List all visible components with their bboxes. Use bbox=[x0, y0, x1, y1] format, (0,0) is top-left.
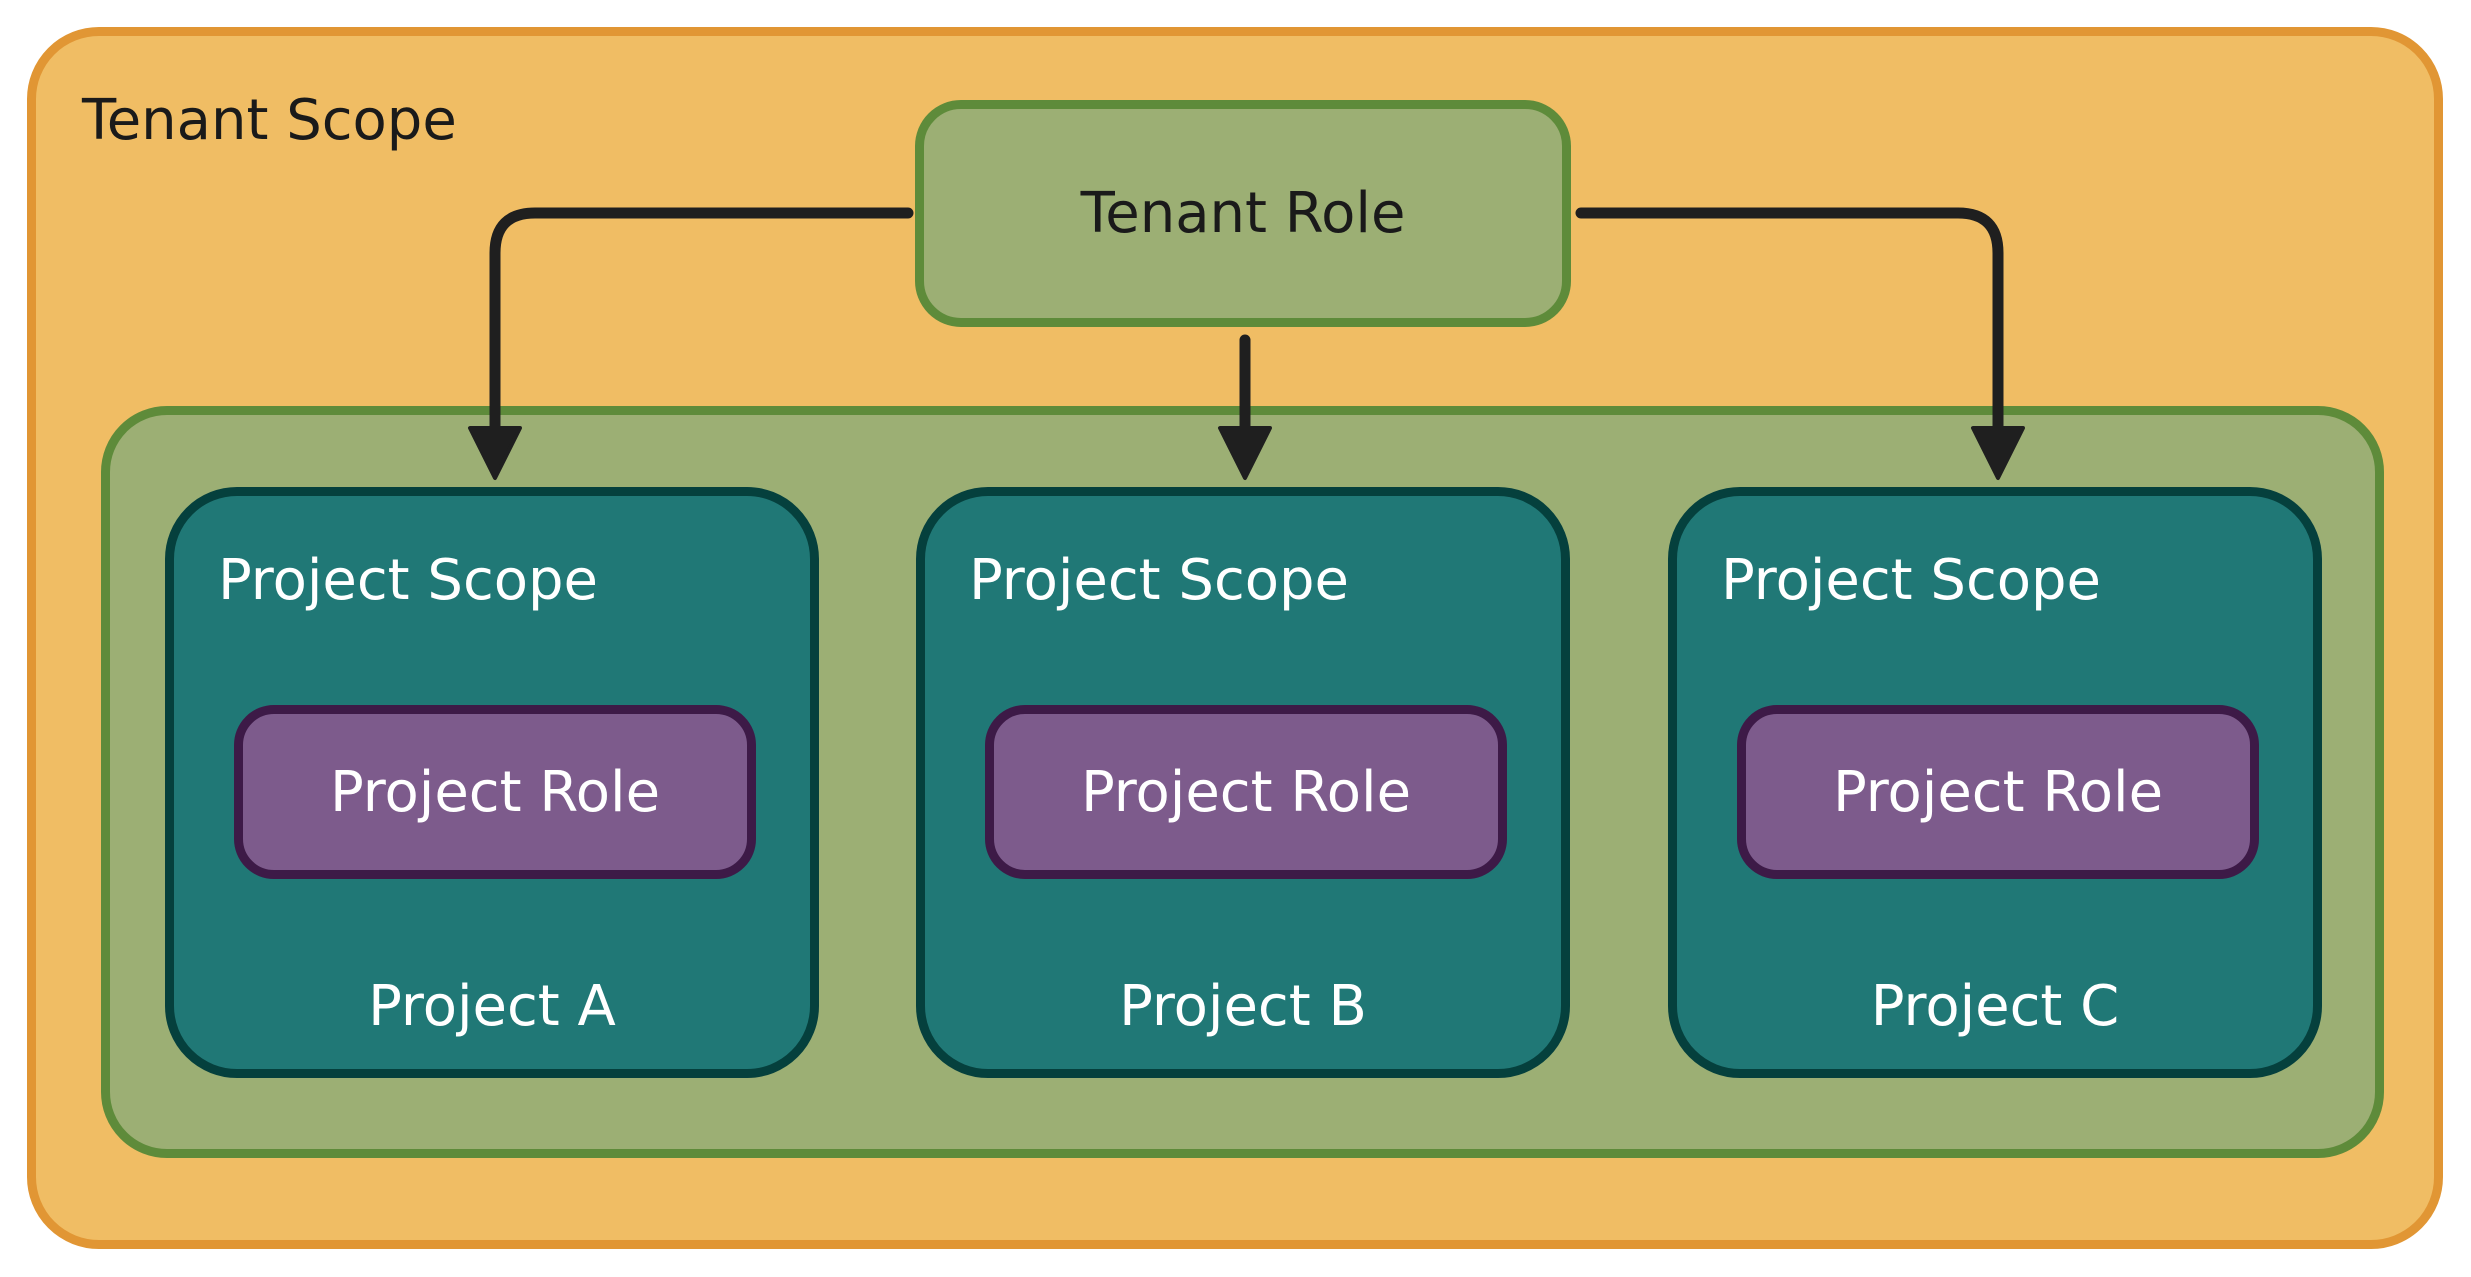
project-role-node: Project Role bbox=[1737, 705, 2259, 879]
project-scope-b: Project Scope Project Role Project B bbox=[916, 487, 1570, 1078]
project-scope-c: Project Scope Project Role Project C bbox=[1668, 487, 2322, 1078]
project-role-node: Project Role bbox=[985, 705, 1507, 879]
project-name: Project C bbox=[1870, 974, 2120, 1039]
project-name: Project B bbox=[1119, 974, 1367, 1039]
project-scope-title: Project Scope bbox=[969, 548, 1349, 613]
project-scope-title: Project Scope bbox=[218, 548, 598, 613]
project-role-node: Project Role bbox=[234, 705, 756, 879]
project-scope-title: Project Scope bbox=[1721, 548, 2101, 613]
tenant-scope-title: Tenant Scope bbox=[82, 88, 457, 153]
project-name: Project A bbox=[368, 974, 616, 1039]
project-scope-a: Project Scope Project Role Project A bbox=[165, 487, 819, 1078]
tenant-role-node: Tenant Role bbox=[915, 100, 1571, 327]
